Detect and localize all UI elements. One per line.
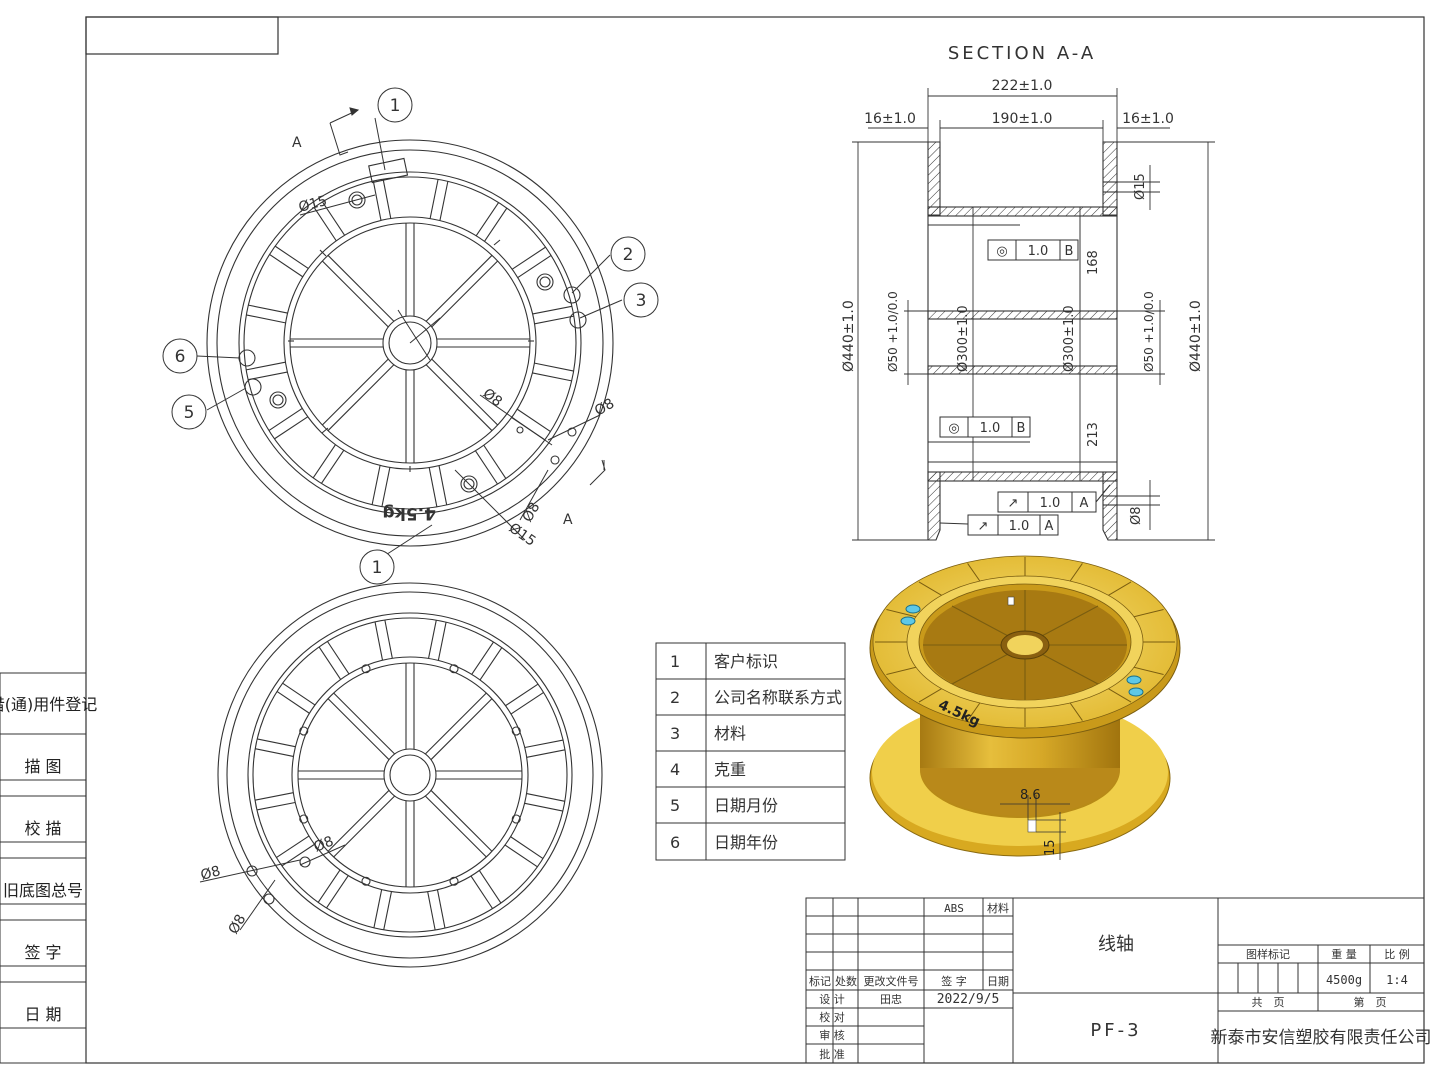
tol-3-datum: A (1080, 496, 1089, 511)
tol-2-value: 1.0 (980, 421, 1001, 436)
legend-text: 日期月份 (714, 796, 778, 815)
tol-2-datum: B (1017, 421, 1026, 436)
weight-stamp: 4.5kg (382, 503, 436, 523)
balloon-6: 6 (175, 347, 186, 367)
back-view (217, 582, 603, 968)
row-design-name: 田忠 (880, 993, 902, 1006)
balloon-1: 1 (390, 96, 401, 116)
dim-d8-b: Ø8 (592, 396, 617, 420)
row-approve: 批 准 (819, 1047, 845, 1061)
header-change-doc: 更改文件号 (864, 974, 919, 988)
dim-flange-dia-right: Ø440±1.0 (1188, 300, 1204, 372)
tol-3-value: 1.0 (1040, 496, 1061, 511)
stage-label: 图样标记 (1246, 947, 1290, 961)
company-name: 新泰市安信塑胶有限责任公司 (1211, 1028, 1432, 1048)
dim-hole-8: Ø8 (1129, 506, 1144, 525)
iso-dim-w: 8.6 (1020, 788, 1041, 803)
tol-4-datum: A (1045, 519, 1054, 534)
weight-value: 4500g (1326, 973, 1362, 987)
dim-hub-right: Ø300±1.0 (1062, 305, 1077, 372)
material-value: ABS (944, 902, 964, 915)
dim-hub-left: Ø300±1.0 (956, 305, 971, 372)
legend-text: 材料 (714, 724, 746, 743)
sheet-border (85, 16, 1425, 1064)
tolerance-frames (939, 239, 1097, 536)
dim-d15-top: Ø15 (297, 193, 329, 216)
weight-label: 重 量 (1331, 947, 1357, 961)
legend-no: 3 (670, 724, 680, 743)
tol-1-datum: B (1065, 244, 1074, 259)
tol-3-symbol: ↗ (1008, 496, 1019, 511)
back-dim-d8-a: Ø8 (199, 863, 222, 884)
strip-label: 描 图 (24, 757, 61, 776)
row-design: 设 计 (819, 993, 845, 1006)
section-title: SECTION A-A (948, 43, 1096, 64)
legend-text: 日期年份 (714, 833, 778, 852)
strip-label: 借(通)用件登记 (0, 695, 97, 714)
legend-no: 1 (670, 652, 680, 671)
strip-label: 旧底图总号 (3, 881, 83, 900)
balloon-5: 5 (184, 403, 195, 423)
tol-4-value: 1.0 (1009, 519, 1030, 534)
dim-168: 168 (1086, 250, 1101, 275)
front-view (206, 139, 614, 547)
strip-label: 签 字 (24, 943, 61, 962)
dim-overall-width: 222±1.0 (992, 78, 1053, 94)
back-dim-d8-b: Ø8 (312, 833, 336, 855)
dim-flange-right: 16±1.0 (1122, 111, 1174, 127)
title-block (805, 897, 1425, 1064)
dim-hole-15: Ø15 (1133, 173, 1148, 200)
section-mark-a-bottom: A (563, 512, 573, 528)
total-sheets: 共 页 (1252, 996, 1285, 1009)
legend-text: 克重 (714, 760, 746, 779)
row-review: 审 核 (819, 1028, 845, 1042)
dim-bore-right: Ø50 +1.0/0.0 (1142, 291, 1156, 372)
dim-213: 213 (1086, 422, 1101, 447)
legend-table (655, 642, 846, 861)
dim-flange-left: 16±1.0 (864, 111, 916, 127)
left-strip (0, 672, 87, 1064)
strip-label: 日 期 (24, 1005, 61, 1024)
tol-4-symbol: ↗ (978, 519, 989, 534)
legend-no: 6 (670, 833, 680, 852)
legend-no: 2 (670, 688, 680, 707)
iso-dim-h: 15 (1043, 839, 1058, 856)
back-dim-d8-c: Ø8 (226, 912, 250, 937)
section-dims (852, 88, 1215, 541)
row-check: 校 对 (819, 1010, 845, 1024)
dim-inner-width: 190±1.0 (992, 111, 1053, 127)
tol-1-value: 1.0 (1028, 244, 1049, 259)
dim-bore-left: Ø50 +1.0/0.0 (886, 291, 900, 372)
tol-2-symbol: ◎ (948, 421, 959, 436)
drawing-number: PF-3 (1090, 1020, 1141, 1041)
section-mark-a-top: A (292, 135, 302, 151)
strip-label: 校 描 (24, 819, 61, 838)
legend-text: 客户标识 (714, 652, 778, 671)
dim-d8-a: Ø8 (480, 386, 506, 411)
header-mark: 标记 (809, 974, 831, 988)
balloon-1-bottom: 1 (372, 558, 383, 578)
dim-d8-c: Ø8 (520, 500, 544, 525)
legend-text: 公司名称联系方式 (714, 688, 842, 707)
section-view (927, 141, 1118, 541)
balloon-2: 2 (623, 245, 634, 265)
tol-1-symbol: ◎ (996, 244, 1007, 259)
balloon-3: 3 (636, 291, 647, 311)
header-sign: 签 字 (941, 974, 967, 988)
material-label: 材料 (987, 901, 1009, 915)
header-date: 日期 (987, 975, 1009, 988)
scale-label: 比 例 (1384, 947, 1410, 961)
legend-no: 4 (670, 760, 680, 779)
header-count: 处数 (835, 975, 857, 988)
sheet-no: 第 页 (1354, 995, 1387, 1009)
part-name: 线轴 (1098, 934, 1134, 955)
isometric-view (869, 555, 1181, 860)
front-balloons (162, 87, 659, 585)
legend-no: 5 (670, 796, 680, 815)
scale-value: 1:4 (1386, 973, 1408, 987)
row-design-date: 2022/9/5 (937, 992, 1000, 1007)
dim-flange-dia-left: Ø440±1.0 (841, 300, 857, 372)
